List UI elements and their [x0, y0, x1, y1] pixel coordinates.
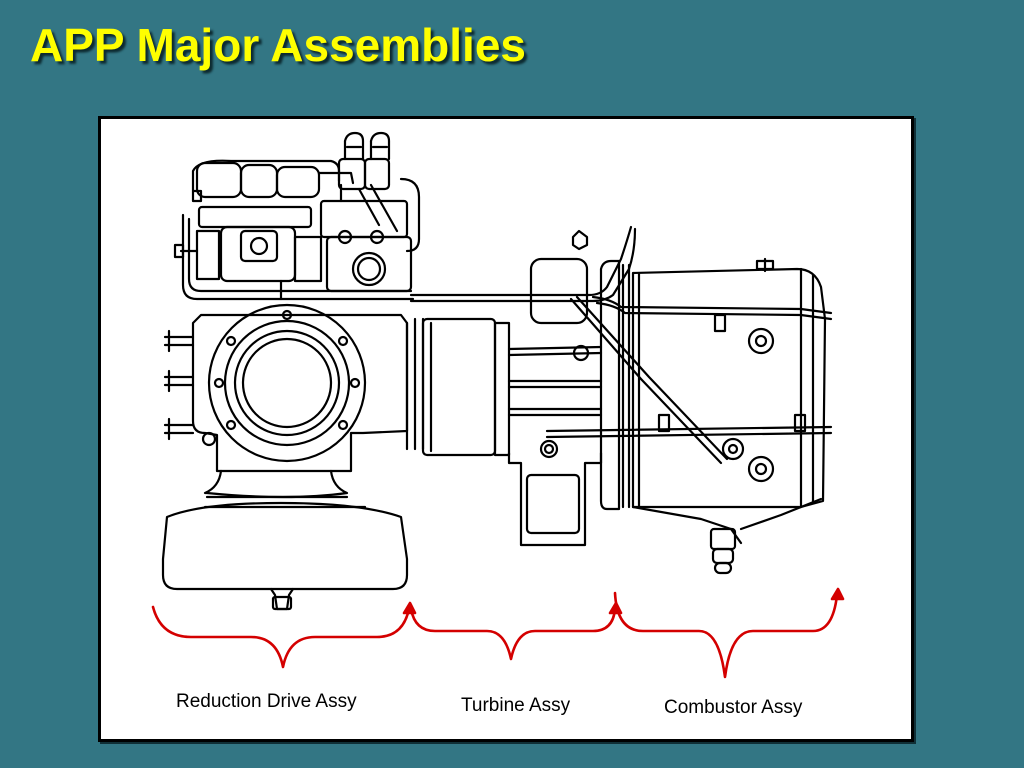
reduction-drive-label: Reduction Drive Assy	[176, 691, 357, 712]
combustor-bracket-arrow	[830, 587, 845, 601]
combustor-bracket	[613, 591, 839, 679]
turbine-section	[421, 229, 603, 547]
turbine-label: Turbine Assy	[461, 695, 571, 716]
engine-diagram-frame: Reduction Drive Assy Turbine Assy Combus…	[98, 116, 914, 742]
slide-title: APP Major Assemblies	[30, 19, 526, 71]
reduction-drive-bracket	[151, 605, 411, 669]
fuel-lines	[409, 225, 833, 465]
turbine-bracket	[409, 607, 617, 661]
reduction-drive-gearbox	[163, 303, 425, 473]
oil-sump	[161, 469, 409, 611]
assembly-brackets	[151, 587, 845, 679]
engine-line-drawing	[151, 131, 845, 679]
reduction-drive-bracket-arrow	[402, 601, 417, 615]
combustor-label: Combustor Assy	[664, 697, 803, 718]
fuel-control-cluster	[173, 131, 421, 301]
combustor-section	[599, 257, 827, 575]
